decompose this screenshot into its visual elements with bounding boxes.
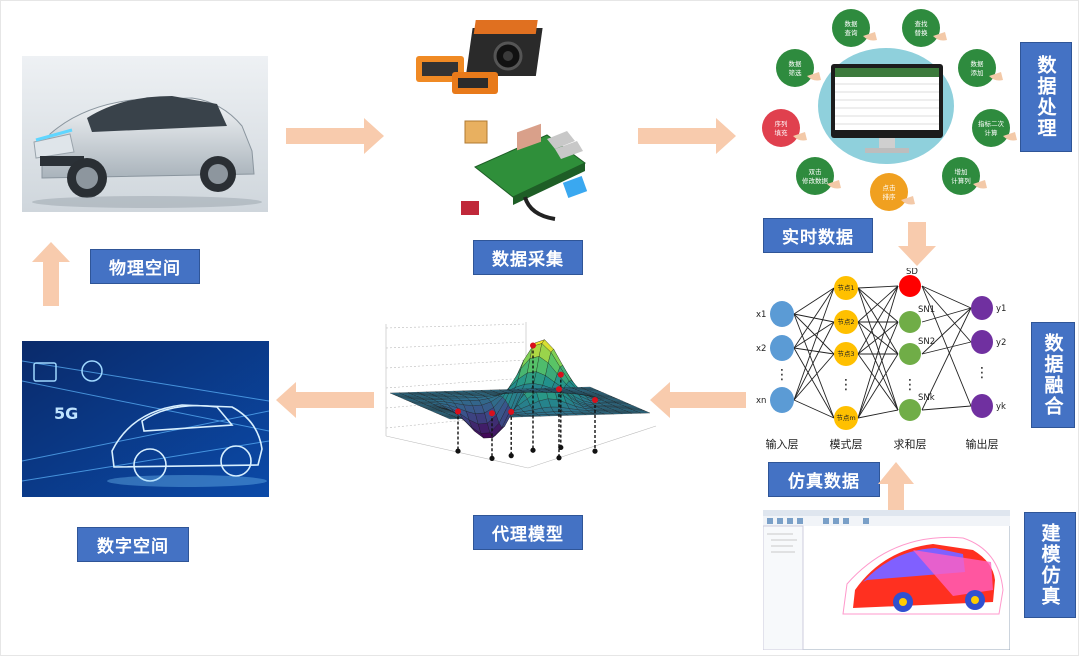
output-node: y2 — [971, 330, 1006, 354]
label-realtime-data: 实时数据 — [763, 218, 873, 253]
nn-connections — [793, 285, 972, 419]
simulation-software-screenshot — [762, 509, 1011, 651]
op-bubble-label: 增加 — [955, 167, 968, 176]
digital-5g-text: 5G — [54, 404, 78, 423]
op-bubble-label: 计算 — [985, 128, 999, 137]
physical-car-image — [22, 56, 268, 212]
svg-text:⋮: ⋮ — [903, 377, 917, 393]
op-bubble-label: 数据 — [971, 59, 985, 68]
label-data-acquisition: 数据采集 — [473, 240, 583, 275]
op-bubble-label: 填充 — [775, 128, 789, 137]
svg-text:⋮: ⋮ — [839, 377, 853, 393]
op-bubble-label: 添加 — [971, 68, 984, 77]
op-bubble-label: 指标二次 — [978, 119, 1005, 128]
pattern-node-label: 节点2 — [837, 318, 854, 326]
op-bubble-label: 点击 — [883, 183, 897, 192]
pattern-node-label: 节点3 — [837, 350, 854, 358]
pattern-node: 节点2 — [834, 310, 858, 334]
sum-node-label: SN2 — [918, 337, 935, 347]
input-node: ⋮ — [775, 367, 789, 383]
raspberry-pi-image — [455, 115, 595, 223]
op-bubble-label: 双击 — [809, 167, 823, 176]
label-physical-space: 物理空间 — [90, 249, 200, 284]
svg-text:⋮: ⋮ — [775, 367, 789, 383]
sample-points — [455, 342, 598, 461]
op-bubble-label: 替换 — [915, 28, 929, 37]
layer-name: 输出层 — [966, 437, 999, 451]
op-bubble-label: 查询 — [845, 28, 859, 37]
input-node-label: xn — [756, 396, 766, 406]
sum-node: SN1 — [899, 305, 935, 333]
label-data-processing: 数据处理 — [1020, 42, 1072, 152]
digital-car-image: 5G — [21, 341, 270, 497]
layer-name: 模式层 — [830, 438, 863, 451]
op-bubble-label: 查找 — [915, 19, 929, 28]
sum-node-label: SNk — [918, 393, 935, 403]
sum-node: SD — [899, 267, 921, 297]
label-simulation-data: 仿真数据 — [768, 462, 880, 497]
label-digital-space: 数字空间 — [77, 527, 189, 562]
pattern-node-label: 节点1 — [837, 284, 854, 292]
op-bubble-label: 数据 — [789, 59, 803, 68]
input-node: xn — [756, 387, 794, 413]
pattern-node: 节点3 — [834, 342, 858, 366]
output-node-label: y1 — [996, 304, 1006, 314]
op-bubble-label: 筛选 — [789, 68, 803, 77]
sum-node-label: SD — [906, 268, 918, 277]
op-bubble-label: 序列 — [775, 119, 788, 128]
output-node: y1 — [971, 296, 1006, 320]
sensor-hardware-image — [412, 18, 562, 98]
sum-node: ⋮ — [903, 377, 917, 393]
op-bubble-label: 数据 — [845, 19, 859, 28]
input-node-label: x1 — [756, 310, 766, 320]
surrogate-surface-plot — [378, 318, 660, 476]
input-node: x2 — [756, 335, 794, 361]
label-modeling-simulation: 建模仿真 — [1024, 512, 1076, 618]
label-surrogate-model: 代理模型 — [473, 515, 583, 550]
op-bubble-label: 排序 — [883, 192, 897, 201]
pattern-node-label: 节点m — [836, 414, 855, 422]
output-node-label: y2 — [996, 338, 1006, 348]
sum-node-label: SN1 — [918, 305, 935, 315]
output-node: yk — [971, 394, 1006, 418]
surface-mesh — [389, 339, 651, 439]
op-bubble-label: 计算列 — [951, 176, 971, 185]
output-node-label: yk — [996, 402, 1006, 412]
layer-name: 输入层 — [766, 437, 799, 451]
svg-text:⋮: ⋮ — [975, 365, 989, 381]
sum-node: SN2 — [899, 337, 935, 365]
sum-node: SNk — [899, 393, 935, 421]
pattern-node: 节点m — [834, 406, 858, 430]
pattern-node: ⋮ — [839, 377, 853, 393]
pattern-node: 节点1 — [834, 276, 858, 300]
output-node: ⋮ — [975, 365, 989, 381]
label-data-fusion: 数据融合 — [1031, 322, 1075, 428]
input-node-label: x2 — [756, 344, 766, 354]
layer-name: 求和层 — [894, 438, 927, 451]
data-processing-graphic: 数据查询查找替换数据添加指标二次计算增加计算列点击排序双击修改数据序列填充数据筛… — [755, 6, 1017, 216]
op-bubble-label: 修改数据 — [802, 176, 829, 185]
input-node: x1 — [756, 301, 794, 327]
